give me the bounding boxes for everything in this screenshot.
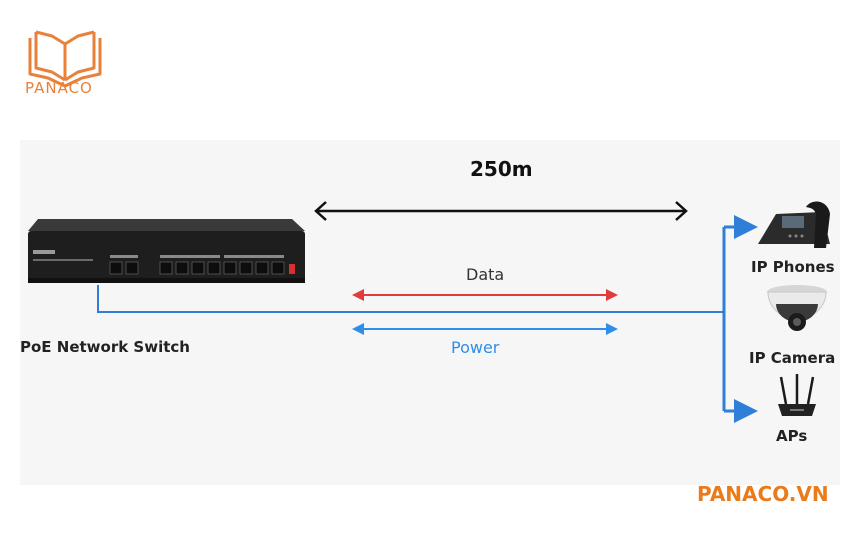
footer-brand-text: PANACO.VN (697, 482, 829, 506)
distance-arrow (314, 201, 688, 221)
poe-switch-device (28, 219, 305, 283)
network-cable (97, 285, 724, 313)
data-arrow (352, 289, 618, 301)
device-branch-lines (722, 215, 758, 423)
panaco-book-logo-icon (28, 30, 102, 88)
distance-label: 250m (470, 157, 533, 181)
switch-label: PoE Network Switch (20, 338, 190, 356)
brand-logo-text: PANACO (25, 79, 93, 97)
access-point-icon (778, 374, 816, 416)
power-label: Power (451, 338, 500, 357)
ip-camera-icon (767, 285, 827, 331)
ip-camera-label: IP Camera (749, 349, 836, 367)
aps-label: APs (776, 427, 808, 445)
ip-phones-label: IP Phones (751, 258, 835, 276)
data-label: Data (466, 265, 505, 284)
ip-phone-icon (758, 201, 830, 248)
power-arrow (352, 323, 618, 335)
